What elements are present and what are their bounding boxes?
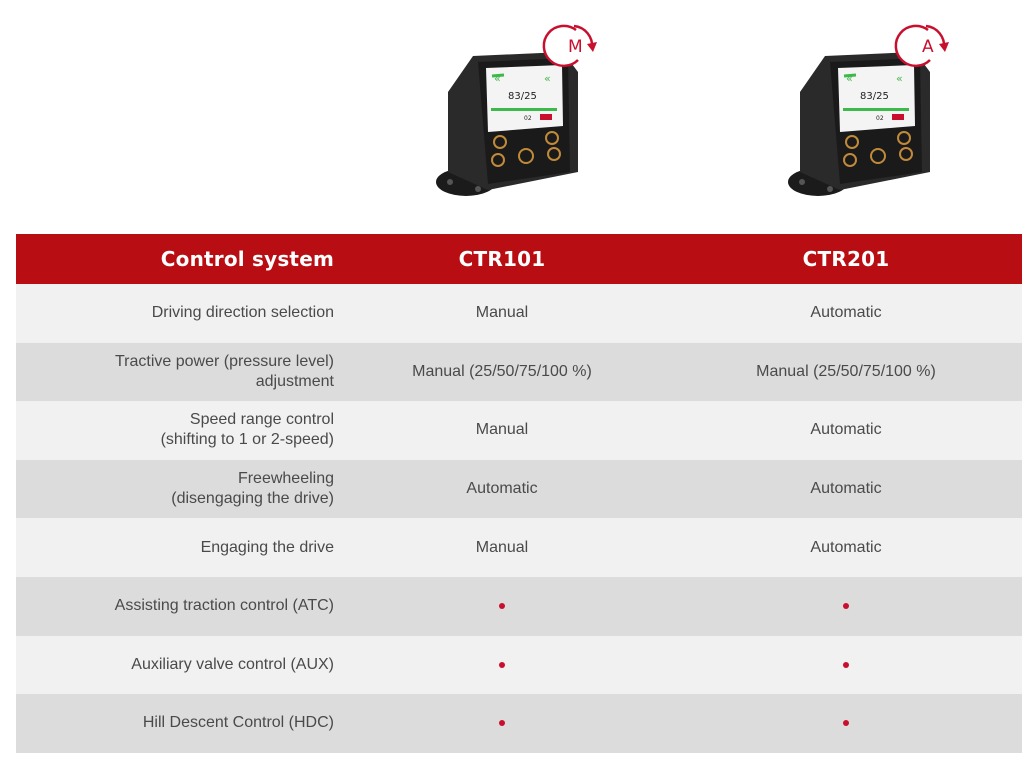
table-row: Speed range control (shifting to 1 or 2-… [16, 401, 1022, 460]
header-control-system: Control system [16, 234, 334, 284]
ctr201-device-image: « « 83/25 02 A [780, 22, 950, 212]
ctr101-value: Manual [475, 538, 529, 556]
table-header-row: Control system CTR101 CTR201 [16, 234, 1022, 284]
ctr201-value [670, 636, 1022, 695]
mode-letter: M [568, 37, 583, 57]
table-row: Tractive power (pressure level) adjustme… [16, 342, 1022, 402]
row-label: Tractive power (pressure level) adjustme… [16, 343, 334, 402]
svg-text:«: « [896, 72, 903, 85]
table-row: Hill Descent Control (HDC) [16, 694, 1022, 753]
ctr101-value [334, 694, 670, 753]
comparison-table: Control system CTR101 CTR201 Driving dir… [16, 234, 1022, 753]
ctr101-value: Manual [475, 421, 529, 439]
ctr201-value: Automatic [810, 480, 882, 498]
ctr101-device-image: « « 83/25 02 M [428, 22, 598, 212]
header-ctr101: CTR101 [334, 234, 670, 284]
feature-dot-icon [843, 603, 849, 610]
row-label-line1: Engaging the drive [200, 538, 334, 556]
feature-dot-icon [843, 661, 849, 668]
feature-dot-icon [499, 661, 505, 668]
row-label: Assisting traction control (ATC) [16, 577, 334, 636]
row-label-line1: Hill Descent Control (HDC) [142, 714, 334, 732]
row-label-line1: Speed range control [189, 411, 334, 429]
row-label-line1: Tractive power (pressure level) [114, 352, 334, 370]
table-row: Auxiliary valve control (AUX) [16, 635, 1022, 695]
header-ctr201: CTR201 [670, 234, 1022, 284]
screen-readout: 83/25 [508, 91, 537, 102]
row-label-line1: Assisting traction control (ATC) [114, 597, 334, 615]
row-label: Engaging the drive [16, 518, 334, 577]
ctr201-value [670, 577, 1022, 636]
row-label-line2: (disengaging the drive) [171, 490, 334, 508]
row-label-line2: (shifting to 1 or 2-speed) [160, 431, 334, 449]
ctr201-value: Automatic [810, 304, 882, 322]
table-row: Freewheeling (disengaging the drive) Aut… [16, 459, 1022, 519]
ctr201-value: Manual (25/50/75/100 %) [756, 362, 936, 380]
table-row: Driving direction selection Manual Autom… [16, 284, 1022, 343]
ctr101-value: Automatic [466, 480, 538, 498]
ctr101-value: Manual (25/50/75/100 %) [412, 362, 592, 380]
row-label-line2: adjustment [255, 372, 334, 390]
ctr101-value [334, 636, 670, 695]
ctr101-value [334, 577, 670, 636]
feature-dot-icon [499, 720, 505, 727]
row-label-line1: Auxiliary valve control (AUX) [131, 655, 334, 673]
ctr201-value: Automatic [810, 421, 882, 439]
row-label-line1: Freewheeling [237, 470, 334, 488]
screen-gear: 02 [876, 115, 884, 122]
table-row: Assisting traction control (ATC) [16, 576, 1022, 636]
mode-letter: A [922, 37, 934, 57]
row-label: Auxiliary valve control (AUX) [16, 636, 334, 695]
feature-dot-icon [499, 603, 505, 610]
svg-text:«: « [846, 72, 853, 85]
ctr101-value: Manual [475, 304, 529, 322]
screen-gear: 02 [524, 115, 532, 122]
svg-text:«: « [494, 72, 501, 85]
ctr201-value: Automatic [810, 538, 882, 556]
screen-readout: 83/25 [860, 91, 889, 102]
mode-rotate-icon [894, 24, 931, 68]
row-label: Hill Descent Control (HDC) [16, 694, 334, 753]
mode-rotate-icon [542, 24, 579, 68]
ctr201-value [670, 694, 1022, 753]
row-label: Speed range control (shifting to 1 or 2-… [16, 401, 334, 460]
row-label: Driving direction selection [16, 284, 334, 343]
row-label-line1: Driving direction selection [151, 304, 334, 322]
svg-text:«: « [544, 72, 551, 85]
feature-dot-icon [843, 720, 849, 727]
row-label: Freewheeling (disengaging the drive) [16, 460, 334, 519]
table-row: Engaging the drive Manual Automatic [16, 518, 1022, 577]
